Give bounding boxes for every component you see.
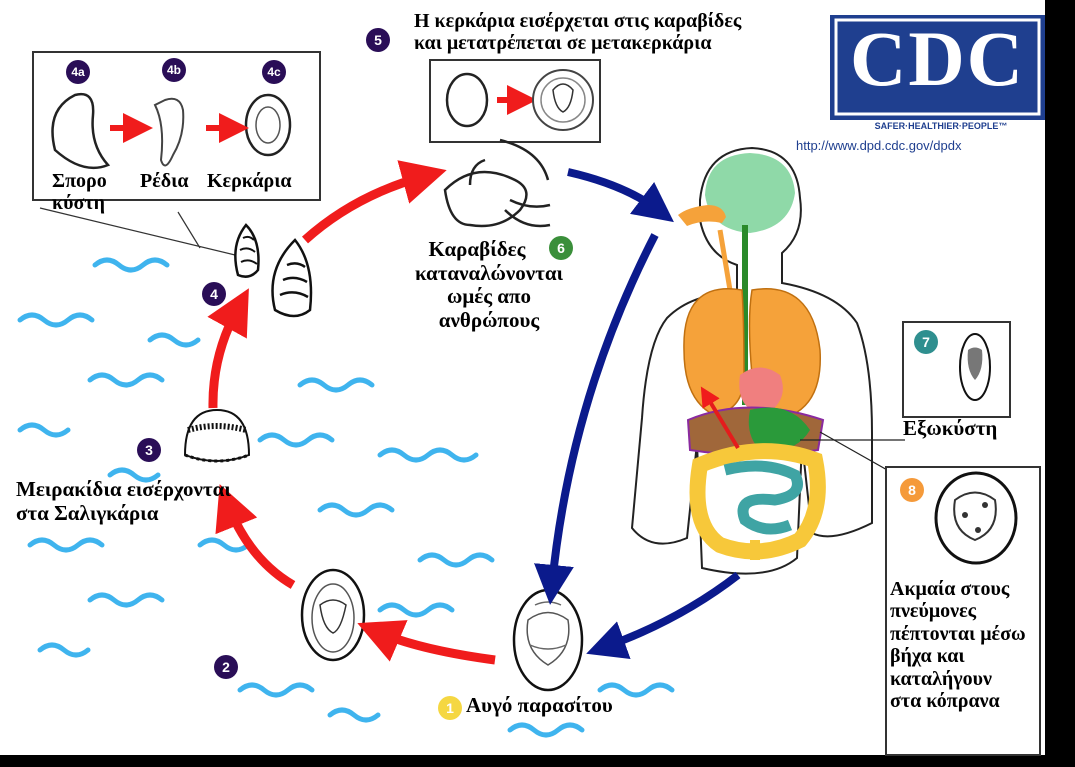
arrow-crayfish-to-human [567,168,674,223]
cdc-url: http://www.dpd.cdc.gov/dpdx [796,138,962,153]
badge-1: 1 [438,696,462,720]
crayfish-icon [443,138,551,228]
badge-4c: 4c [262,60,286,84]
label-step8-line1: Ακμαία στους [890,578,1010,600]
cdc-logo-text: CDC [850,15,1025,102]
arrow-human-to-egg [534,233,659,605]
label-sporocyst: Σπορο κύστη [52,170,107,215]
stomach [748,407,810,451]
egg-icon-2 [300,568,366,662]
miracidium-icon [183,408,251,463]
label-step8-line3: πέπτονται μέσω [890,622,1026,645]
arrow-2-to-3 [215,484,296,589]
water-waves [17,257,675,738]
badge-8: 8 [900,478,924,502]
label-step6-line4: ανθρώπους [438,307,540,332]
sporocyst-icon [51,92,111,170]
label-step1: Αυγό παρασίτου [466,693,613,717]
cdc-tagline: SAFER·HEALTHIER·PEOPLE™ [874,121,1008,131]
badge-4a: 4a [66,60,90,84]
label-step3-line1: Μειρακίδια εισέρχονται [16,477,231,501]
label-step3-line2: στα Σαλιγκάρια [16,500,159,525]
badge-3: 3 [137,438,161,462]
label-redia: Ρέδια [140,170,189,192]
cercaria-icon [244,93,292,157]
large-intestine [689,443,826,560]
label-step8-line6: στα κόπρανα [890,689,1000,712]
snail-icon [234,223,313,318]
arrow-body-lung [700,386,740,450]
brain [705,153,795,233]
arrow-feces-to-egg [586,571,741,660]
label-step5-line1: Η κερκάρια εισέρχεται στις καραβίδες [414,10,742,32]
label-step3: Μειρακίδια εισέρχονται στα Σαλιγκάρια [16,477,231,525]
label-sporocyst-line2: κύστη [52,192,105,215]
badge-2: 2 [214,655,238,679]
label-step8-line2: πνεύμονες [890,600,977,623]
arrow-4-to-crayfish [301,160,447,244]
redia-icon [153,97,185,167]
label-step6-line2: καταναλώνονται [414,260,564,285]
nasal-passage [678,205,726,226]
label-step6-line1: Καραβίδες [428,237,526,261]
heart [739,367,783,415]
label-step6-line3: ωμές απο [446,284,532,309]
label-cercaria: Κερκάρια [207,170,292,192]
label-step8-line4: βήχα και [890,645,965,668]
egg-icon-1 [512,588,584,692]
arrow-1-to-2 [357,620,496,665]
small-intestine [723,460,803,535]
badge-6: 6 [549,236,573,260]
label-step8-line5: καταλήγουν [890,667,992,690]
badge-4b: 4b [162,58,186,82]
label-sporocyst-line1: Σπορο [52,170,107,192]
arrow-3-to-4 [207,288,249,409]
badge-4: 4 [202,282,226,306]
label-exocyst: Εξωκύστη [903,416,998,440]
badge-5: 5 [366,28,390,52]
label-step8: Ακμαία στους πνεύμονες πέπτονται μέσω βή… [890,578,1040,712]
cdc-logo [830,15,1045,120]
badge-7: 7 [914,330,938,354]
label-step6: Καραβίδες καταναλώνονται ωμές απο ανθρώπ… [396,237,582,332]
label-step5: Η κερκάρια εισέρχεται στις καραβίδες και… [414,10,741,55]
label-step5-line2: και μετατρέπεται σε μετακερκάρια [414,32,712,55]
